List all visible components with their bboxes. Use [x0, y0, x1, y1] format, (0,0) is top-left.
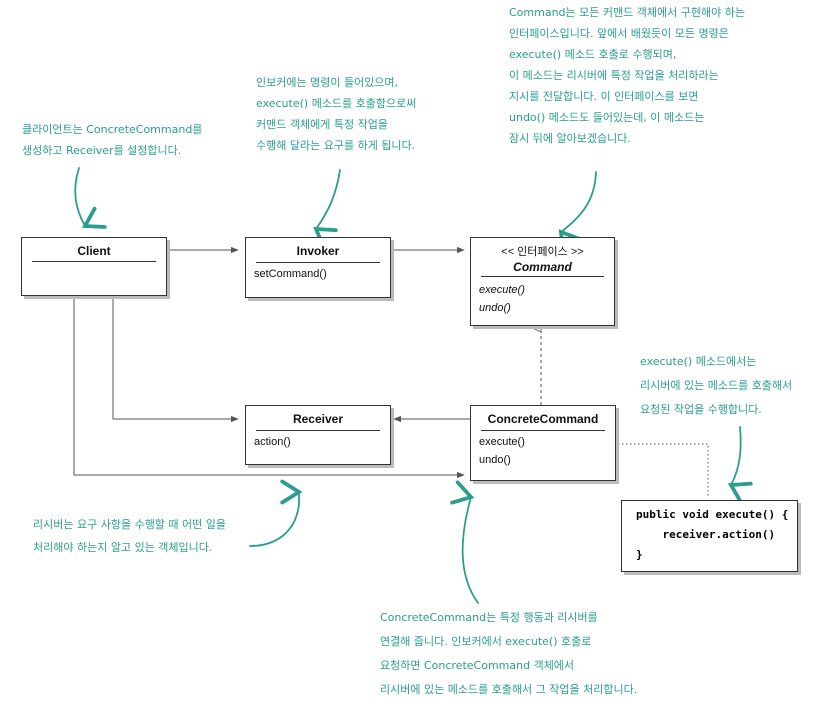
command-stereotype: << 인터페이스 >> [501, 246, 584, 258]
command-interface-box: << 인터페이스 >> Command execute() undo() [470, 237, 615, 326]
receiver-method-action: action() [254, 436, 291, 448]
command-annotation-line-3: execute() 메소드 호출로 수행되며, [509, 48, 677, 61]
invoker-divider [256, 262, 380, 263]
concretecommand-annotation-line-1: ConcreteCommand는 특정 행동과 리시버를 [380, 611, 598, 624]
command-method-undo: undo() [479, 302, 511, 314]
invoker-members: setCommand() [246, 263, 390, 283]
execute-annotation-line-1: execute() 메소드에서는 [640, 355, 757, 368]
client-class-title: Client [77, 244, 111, 258]
execute-annotation-line-2: 리시버에 있는 메소드를 호출해서 [640, 379, 793, 392]
code-line-1: public void execute() { [636, 508, 789, 521]
client-annotation-line-2: 생성하고 Receiver를 설정합니다. [22, 144, 182, 157]
command-annotation: Command는 모든 커맨드 객체에서 구현해야 하는 인터페이스입니다. 앞… [509, 2, 745, 149]
invoker-annotation-line-1: 인보커에는 명령이 들어있으며, [256, 76, 399, 89]
concretecommand-annotation-line-4: 리시버에 있는 메소드를 호출해서 그 작업을 처리합니다. [380, 683, 638, 696]
receiver-divider [256, 430, 380, 431]
command-annotation-line-7: 잠시 뒤에 알아보겠습니다. [509, 132, 631, 145]
receiver-class-title: Receiver [292, 412, 344, 426]
concretecommand-method-execute: execute() [479, 436, 525, 448]
concretecommand-method-undo: undo() [479, 454, 511, 466]
concrete-note-arrow [450, 480, 479, 604]
receiver-annotation-line-1: 리시버는 요구 사항을 수행할 때 어떤 일을 [33, 518, 227, 531]
concretecommand-divider [481, 430, 605, 431]
command-annotation-line-6: undo() 메소드도 들어있는데, 이 메소드는 [509, 111, 705, 124]
command-note-arrow [558, 171, 597, 254]
concretecommand-annotation-line-3: 요청하면 ConcreteCommand 객체에서 [380, 659, 575, 672]
concretecommand-class-box: ConcreteCommand execute() undo() [470, 405, 616, 481]
command-annotation-line-5: 지시를 전달합니다. 이 인터페이스를 보면 [509, 90, 699, 103]
command-divider [481, 276, 604, 277]
receiver-note-arrow [249, 479, 303, 547]
invoker-annotation: 인보커에는 명령이 들어있으며, execute() 메소드를 호출함으로써 커… [256, 72, 416, 156]
invoker-annotation-line-2: execute() 메소드를 호출함으로써 [256, 97, 417, 110]
concretecommand-annotation: ConcreteCommand는 특정 행동과 리시버를 연결해 줍니다. 인보… [380, 606, 637, 702]
command-members: execute() undo() [471, 277, 614, 317]
command-method-execute: execute() [479, 284, 525, 296]
invoker-class-box: Invoker setCommand() [245, 237, 391, 298]
receiver-annotation-line-2: 처리해야 하는지 알고 있는 객체입니다. [33, 541, 213, 554]
invoker-class-title: Invoker [296, 244, 340, 258]
client-to-concretecommand-association [73, 296, 465, 479]
client-class-box: Client [21, 237, 167, 296]
execute-note-arrow [727, 426, 753, 505]
code-line-3: } [636, 548, 643, 561]
command-interface-title: Command [513, 260, 572, 274]
client-to-receiver-association [112, 296, 239, 423]
invoker-annotation-line-4: 수행해 달라는 요구를 하게 됩니다. [256, 139, 416, 152]
command-annotation-line-1: Command는 모든 커맨드 객체에서 구현해야 하는 [509, 6, 745, 19]
client-divider [32, 261, 156, 262]
concretecommand-members: execute() undo() [471, 431, 615, 469]
invoker-note-arrow [313, 169, 341, 250]
client-note-arrow [74, 167, 107, 229]
execute-code-box: public void execute() { receiver.action(… [621, 500, 798, 572]
invoker-annotation-line-3: 커맨드 객체에게 특정 작업을 [256, 118, 388, 131]
receiver-members: action() [246, 431, 390, 451]
client-annotation: 클라이언트는 ConcreteCommand를 생성하고 Receiver를 설… [22, 119, 202, 161]
client-annotation-line-1: 클라이언트는 ConcreteCommand를 [22, 123, 203, 136]
receiver-class-box: Receiver action() [245, 405, 391, 465]
command-annotation-line-4: 이 메소드는 리시버에 특정 작업을 처리하라는 [509, 69, 719, 82]
command-annotation-line-2: 인터페이스입니다. 앞에서 배웠듯이 모든 명령은 [509, 27, 729, 40]
execute-annotation-line-3: 요청된 작업을 수행합니다. [640, 403, 762, 416]
receiver-annotation: 리시버는 요구 사항을 수행할 때 어떤 일을 처리해야 하는지 알고 있는 객… [33, 513, 226, 559]
invoker-method-setcommand: setCommand() [254, 268, 327, 280]
concretecommand-class-title: ConcreteCommand [487, 412, 599, 426]
concretecommand-annotation-line-2: 연결해 줍니다. 인보커에서 execute() 호출로 [380, 635, 592, 648]
execute-annotation: execute() 메소드에서는 리시버에 있는 메소드를 호출해서 요청된 작… [640, 350, 792, 422]
code-line-2: receiver.action() [636, 528, 776, 541]
